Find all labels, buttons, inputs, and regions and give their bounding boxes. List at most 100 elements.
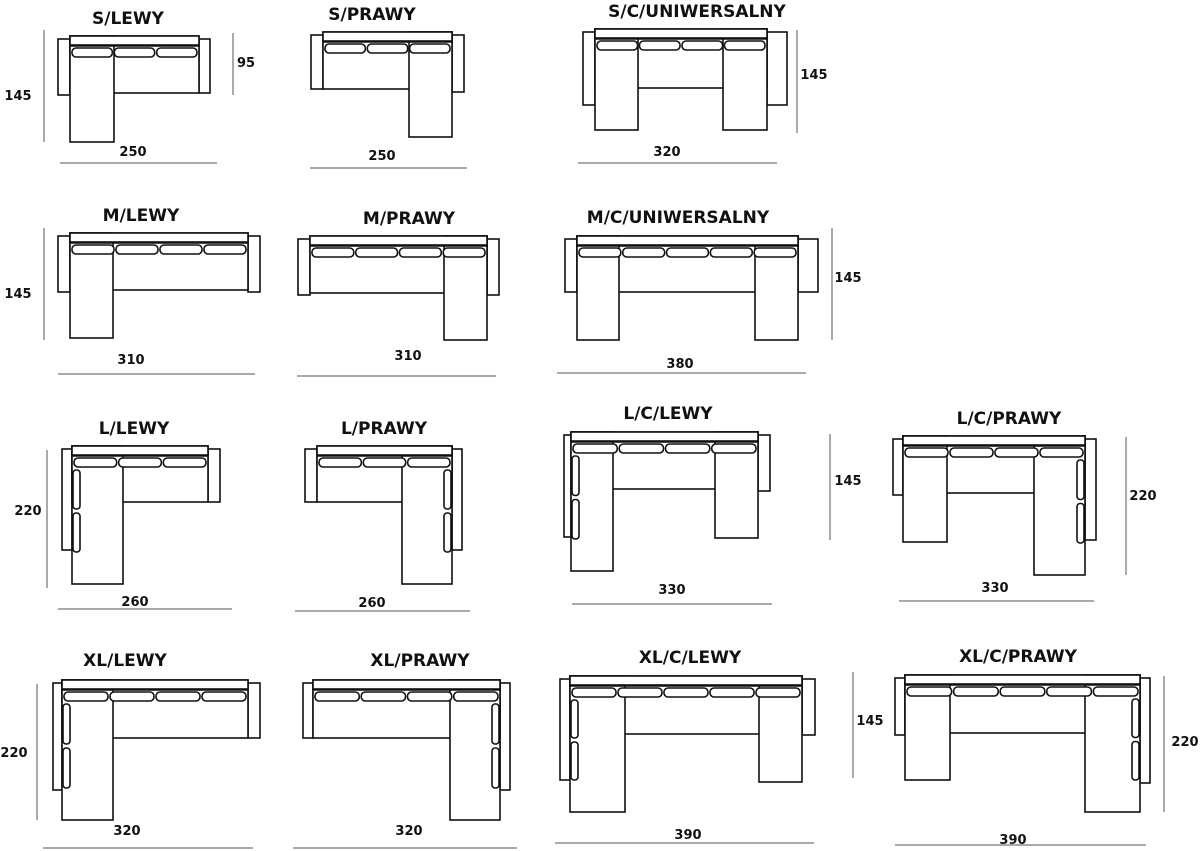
- back-cushion: [999, 686, 1046, 697]
- height-label: 220: [1129, 489, 1156, 504]
- height-label: 145: [856, 714, 883, 729]
- backrest: [61, 679, 249, 690]
- back-cushion: [664, 443, 711, 454]
- left-armrest: [894, 677, 906, 736]
- back-cushion: [311, 247, 355, 258]
- side-cushion: [491, 703, 500, 745]
- back-cushion: [709, 687, 755, 698]
- right-armrest: [757, 434, 771, 492]
- back-cushion: [952, 686, 999, 697]
- back-cushion: [994, 447, 1039, 458]
- side-cushion: [72, 469, 81, 510]
- right-armrest: [766, 31, 788, 106]
- side-cushion: [1131, 740, 1140, 781]
- right-armrest: [247, 682, 261, 739]
- width-label: 310: [117, 353, 144, 368]
- back-cushion: [596, 40, 639, 51]
- height-label: 95: [237, 56, 255, 71]
- left-armrest: [582, 31, 596, 106]
- back-cushion: [406, 457, 451, 468]
- back-cushion: [663, 687, 709, 698]
- diagram-title: XL/C/LEWY: [639, 648, 742, 668]
- left-armrest: [892, 438, 904, 496]
- right-armrest: [486, 238, 500, 296]
- back-cushion: [362, 457, 407, 468]
- backrest: [902, 435, 1086, 446]
- back-cushion: [360, 691, 407, 702]
- back-cushion: [324, 43, 367, 54]
- width-label: 330: [658, 583, 685, 598]
- back-cushion: [203, 244, 247, 255]
- left-armrest: [57, 235, 71, 293]
- back-cushion: [906, 686, 953, 697]
- left-armrest: [304, 448, 318, 503]
- diagram-title: S/C/UNIWERSALNY: [608, 2, 786, 22]
- back-cushion: [1039, 447, 1084, 458]
- right-armrest: [451, 34, 465, 93]
- back-cushion: [71, 244, 115, 255]
- width-label: 320: [653, 145, 680, 160]
- back-cushion: [366, 43, 409, 54]
- backrest: [309, 235, 488, 246]
- back-cushion: [949, 447, 994, 458]
- backrest: [576, 235, 799, 246]
- sofa-diagram-s-lewy: S/LEWY 250 145 95: [4, 9, 255, 164]
- back-cushion: [398, 247, 443, 258]
- height-label: 220: [14, 504, 41, 519]
- width-label: 250: [119, 145, 146, 160]
- back-cushion: [723, 40, 766, 51]
- back-cushion: [621, 247, 666, 258]
- back-cushion: [159, 244, 203, 255]
- back-cushion: [681, 40, 724, 51]
- height-label: 220: [0, 746, 27, 761]
- height-label: 145: [4, 287, 31, 302]
- back-cushion: [617, 687, 663, 698]
- diagram-title: XL/LEWY: [83, 651, 167, 671]
- back-cushion: [665, 247, 710, 258]
- back-cushion: [638, 40, 681, 51]
- diagram-title: S/LEWY: [92, 9, 165, 29]
- right-armrest: [499, 682, 511, 791]
- side-cushion: [571, 455, 580, 497]
- left-armrest: [559, 678, 571, 781]
- back-cushion: [442, 247, 486, 258]
- left-armrest: [297, 238, 311, 296]
- backrest: [569, 675, 803, 686]
- diagram-title: L/C/LEWY: [623, 404, 713, 424]
- left-armrest: [310, 34, 324, 90]
- back-cushion: [354, 247, 399, 258]
- back-cushion: [1046, 686, 1093, 697]
- left-armrest: [302, 682, 314, 739]
- back-cushion: [578, 247, 622, 258]
- backrest: [71, 445, 209, 456]
- width-label: 260: [121, 595, 148, 610]
- width-label: 320: [113, 824, 140, 839]
- diagram-title: M/C/UNIWERSALNY: [587, 208, 770, 228]
- back-cushion: [63, 691, 109, 702]
- height-label: 145: [834, 271, 861, 286]
- side-cushion: [1076, 459, 1085, 501]
- backrest: [904, 674, 1141, 685]
- diagram-title: L/LEWY: [99, 419, 170, 439]
- chaise-module: [569, 675, 626, 813]
- left-armrest: [57, 38, 71, 96]
- right-armrest: [1139, 677, 1151, 784]
- width-label: 250: [368, 149, 395, 164]
- left-armrest: [52, 682, 63, 791]
- side-cushion: [1076, 502, 1085, 544]
- height-label: 145: [800, 68, 827, 83]
- chaise-module: [1084, 674, 1141, 813]
- backrest: [69, 35, 200, 46]
- side-cushion: [443, 512, 452, 553]
- height-label: 145: [4, 89, 31, 104]
- left-armrest: [564, 238, 578, 293]
- back-cushion: [155, 47, 198, 58]
